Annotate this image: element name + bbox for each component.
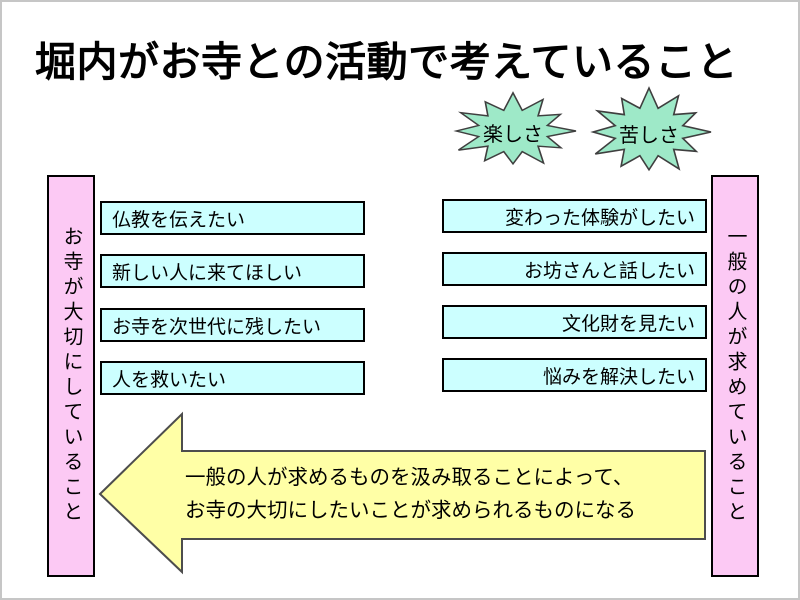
summary-text: 一般の人が求めるものを汲み取ることによって、 お寺の大切にしたいことが求められる… — [185, 461, 700, 527]
summary-left-arrow — [98, 411, 706, 575]
temple-values-bar-label: お寺が大切にしていること — [60, 226, 82, 526]
people-item: 悩みを解決したい — [442, 358, 707, 392]
people-item: お坊さんと話したい — [442, 252, 707, 286]
fun-burst: 楽しさ — [447, 91, 579, 171]
page-title: 堀内がお寺との活動で考えていること — [35, 39, 739, 85]
explosion-icon — [453, 91, 577, 166]
temple-item: お寺を次世代に残したい — [100, 308, 365, 342]
burst-label: 苦しさ — [619, 124, 679, 147]
hardship-burst: 苦しさ — [584, 86, 714, 178]
left-arrow-shape — [98, 411, 706, 575]
people-needs-bar: 一般の人が求めていること — [711, 175, 759, 577]
temple-values-bar: お寺が大切にしていること — [47, 175, 95, 577]
people-item: 変わった体験がしたい — [442, 199, 707, 233]
temple-item: 新しい人に来てほしい — [100, 254, 365, 288]
people-needs-bar-label: 一般の人が求めていること — [724, 226, 746, 526]
summary-text-line-2: お寺の大切にしたいことが求められるものになる — [185, 499, 636, 522]
temple-item: 仏教を伝えたい — [100, 201, 365, 235]
summary-text-line-1: 一般の人が求めるものを汲み取ることによって、 — [185, 466, 634, 489]
people-item: 文化財を見たい — [442, 305, 707, 339]
burst-label: 楽しさ — [483, 123, 543, 146]
explosion-icon — [590, 86, 712, 172]
temple-item: 人を救いたい — [100, 361, 365, 395]
